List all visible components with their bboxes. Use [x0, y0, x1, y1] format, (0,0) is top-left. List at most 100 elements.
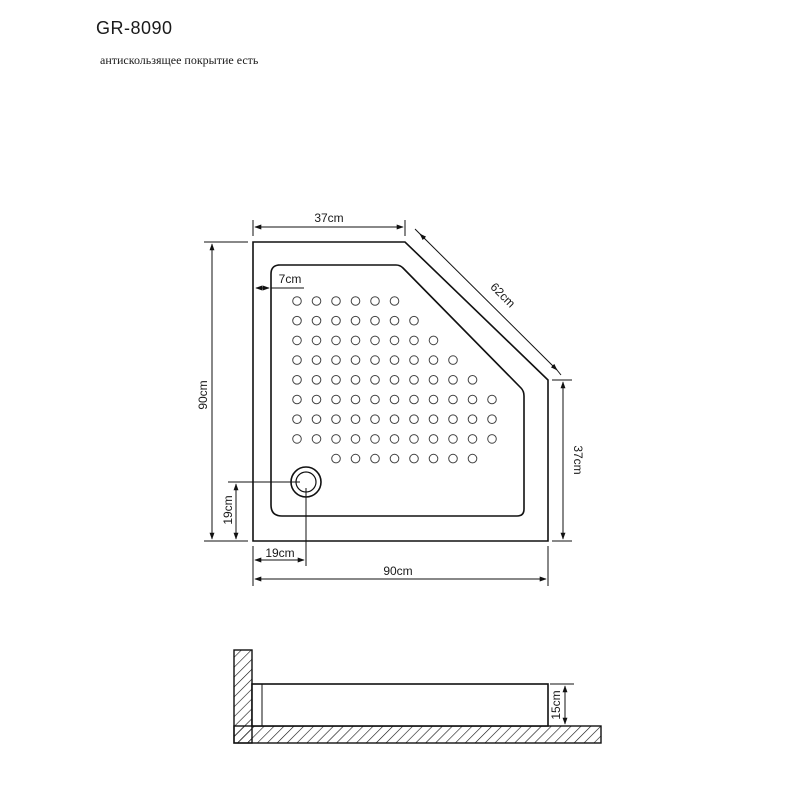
- anti-slip-note: антискользящее покрытие есть: [100, 53, 259, 67]
- anti-slip-dot: [370, 453, 380, 464]
- anti-slip-dot: [292, 394, 302, 405]
- anti-slip-dot: [331, 414, 341, 425]
- anti-slip-dot: [331, 434, 341, 444]
- anti-slip-dot: [292, 414, 302, 425]
- anti-slip-dot: [389, 414, 400, 425]
- anti-slip-dot: [487, 434, 497, 444]
- anti-slip-dot: [311, 434, 322, 444]
- anti-slip-dot: [331, 315, 341, 326]
- dim-width-bottom: 90cm: [252, 546, 549, 586]
- anti-slip-dot: [370, 375, 380, 385]
- anti-slip-dot: [428, 375, 439, 385]
- anti-slip-dot: [409, 414, 419, 425]
- anti-slip-dot: [467, 414, 478, 425]
- anti-slip-dot: [467, 394, 478, 405]
- anti-slip-dot: [409, 335, 419, 346]
- label-rim: 7cm: [279, 272, 302, 286]
- anti-slip-dot: [292, 375, 302, 385]
- anti-slip-dot: [409, 315, 419, 326]
- anti-slip-dot: [311, 315, 322, 326]
- label-top-edge: 37cm: [314, 211, 343, 225]
- anti-slip-dot: [311, 355, 322, 365]
- anti-slip-dot: [389, 394, 400, 405]
- anti-slip-dot: [389, 355, 400, 365]
- anti-slip-dot: [350, 414, 361, 425]
- anti-slip-dot: [311, 375, 322, 385]
- anti-slip-dot: [428, 394, 439, 405]
- tray-outer-outline: [252, 241, 549, 542]
- anti-slip-dot: [370, 315, 380, 326]
- anti-slip-dot: [467, 453, 478, 464]
- tray-side-profile: [251, 683, 549, 727]
- anti-slip-dot: [487, 394, 497, 405]
- anti-slip-dot: [350, 375, 361, 385]
- tray-inner-basin: [270, 264, 525, 517]
- anti-slip-dot: [409, 453, 419, 464]
- label-depth: 15cm: [549, 690, 563, 719]
- label-right-edge: 37cm: [571, 445, 585, 474]
- plan-view: 37cm 62cm 37cm 90cm 7cm: [196, 211, 585, 586]
- label-drain-left: 19cm: [265, 546, 294, 560]
- anti-slip-dot: [331, 296, 341, 306]
- model-title: GR-8090: [96, 18, 173, 38]
- anti-slip-dot: [448, 453, 458, 464]
- anti-slip-dot: [409, 355, 419, 365]
- anti-slip-dot: [331, 394, 341, 405]
- anti-slip-dot: [370, 394, 380, 405]
- anti-slip-dot: [409, 375, 419, 385]
- anti-slip-dot: [292, 355, 302, 365]
- anti-slip-dot: [448, 375, 458, 385]
- anti-slip-dot: [331, 453, 341, 464]
- anti-slip-dot: [331, 355, 341, 365]
- anti-slip-dot: [292, 296, 302, 306]
- anti-slip-dot: [350, 434, 361, 444]
- anti-slip-dot: [389, 296, 400, 306]
- anti-slip-dot: [448, 394, 458, 405]
- anti-slip-dot: [370, 335, 380, 346]
- anti-slip-dots: [292, 296, 497, 464]
- anti-slip-dot: [428, 434, 439, 444]
- anti-slip-dot: [311, 414, 322, 425]
- anti-slip-dot: [487, 414, 497, 425]
- anti-slip-dot: [467, 434, 478, 444]
- anti-slip-dot: [409, 394, 419, 405]
- anti-slip-dot: [370, 414, 380, 425]
- anti-slip-dot: [467, 375, 478, 385]
- anti-slip-dot: [389, 434, 400, 444]
- anti-slip-dot: [428, 355, 439, 365]
- dim-height-left: 90cm: [196, 241, 248, 542]
- anti-slip-dot: [350, 315, 361, 326]
- anti-slip-dot: [350, 394, 361, 405]
- dim-top-edge: 37cm: [252, 211, 406, 236]
- anti-slip-dot: [350, 453, 361, 464]
- anti-slip-dot: [292, 434, 302, 444]
- anti-slip-dot: [389, 375, 400, 385]
- anti-slip-dot: [389, 315, 400, 326]
- anti-slip-dot: [350, 335, 361, 346]
- anti-slip-dot: [350, 355, 361, 365]
- dim-drain-bottom: 19cm: [221, 481, 300, 540]
- floor-section: [233, 725, 602, 744]
- anti-slip-dot: [409, 434, 419, 444]
- anti-slip-dot: [448, 355, 458, 365]
- anti-slip-dot: [428, 453, 439, 464]
- anti-slip-dot: [311, 296, 322, 306]
- anti-slip-dot: [331, 375, 341, 385]
- anti-slip-dot: [428, 414, 439, 425]
- anti-slip-dot: [448, 414, 458, 425]
- label-drain-bottom: 19cm: [221, 495, 235, 524]
- anti-slip-dot: [370, 355, 380, 365]
- anti-slip-dot: [331, 335, 341, 346]
- anti-slip-dot: [350, 296, 361, 306]
- label-height-left: 90cm: [196, 380, 210, 409]
- anti-slip-dot: [448, 434, 458, 444]
- anti-slip-dot: [389, 453, 400, 464]
- dim-rim: 7cm: [255, 272, 304, 291]
- dim-depth: 15cm: [549, 683, 574, 725]
- anti-slip-dot: [370, 296, 380, 306]
- anti-slip-dot: [370, 434, 380, 444]
- side-view: 15cm: [233, 649, 602, 744]
- anti-slip-dot: [311, 335, 322, 346]
- dim-drain-left: 19cm: [252, 488, 307, 566]
